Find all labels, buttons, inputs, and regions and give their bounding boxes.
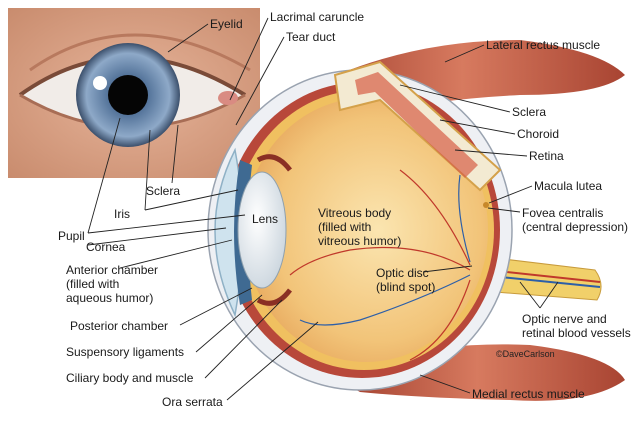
label-anterior-chamber: Anterior chamber (filled with aqueous hu… bbox=[66, 263, 159, 305]
label-medial-rectus-muscle: Medial rectus muscle bbox=[472, 387, 585, 401]
label-iris: Iris bbox=[114, 207, 130, 221]
eyeball-cross-section bbox=[207, 60, 513, 391]
label-suspensory-ligaments: Suspensory ligaments bbox=[66, 345, 185, 359]
label-optic-disc: Optic disc (blind spot) bbox=[376, 266, 436, 294]
label-lacrimal-caruncle: Lacrimal caruncle bbox=[270, 10, 365, 24]
label-sclera: Sclera bbox=[512, 105, 547, 119]
label-ora-serrata: Ora serrata bbox=[162, 395, 223, 409]
leader-lines bbox=[87, 17, 559, 401]
label-eyelid: Eyelid bbox=[210, 17, 243, 31]
label-retina: Retina bbox=[529, 149, 564, 163]
copyright-text: ©DaveCarlson bbox=[496, 349, 555, 359]
inset-eye-photo bbox=[8, 8, 260, 178]
label-ciliary-body: Ciliary body and muscle bbox=[66, 371, 194, 385]
label-choroid: Choroid bbox=[517, 127, 560, 141]
label-sclera-inset: Sclera bbox=[146, 184, 181, 198]
label-tear-duct: Tear duct bbox=[286, 30, 336, 44]
label-lateral-rectus-muscle: Lateral rectus muscle bbox=[486, 38, 601, 52]
label-lens: Lens bbox=[252, 212, 279, 226]
label-posterior-chamber: Posterior chamber bbox=[70, 319, 169, 333]
label-fovea-centralis: Fovea centralis (central depression) bbox=[522, 206, 629, 234]
label-vitreous-body: Vitreous body (filled with vitreous humo… bbox=[318, 206, 402, 248]
label-macula-lutea: Macula lutea bbox=[534, 179, 603, 193]
label-cornea: Cornea bbox=[86, 240, 126, 254]
label-optic-nerve: Optic nerve and retinal blood vessels bbox=[522, 312, 631, 340]
label-pupil: Pupil bbox=[58, 229, 85, 243]
